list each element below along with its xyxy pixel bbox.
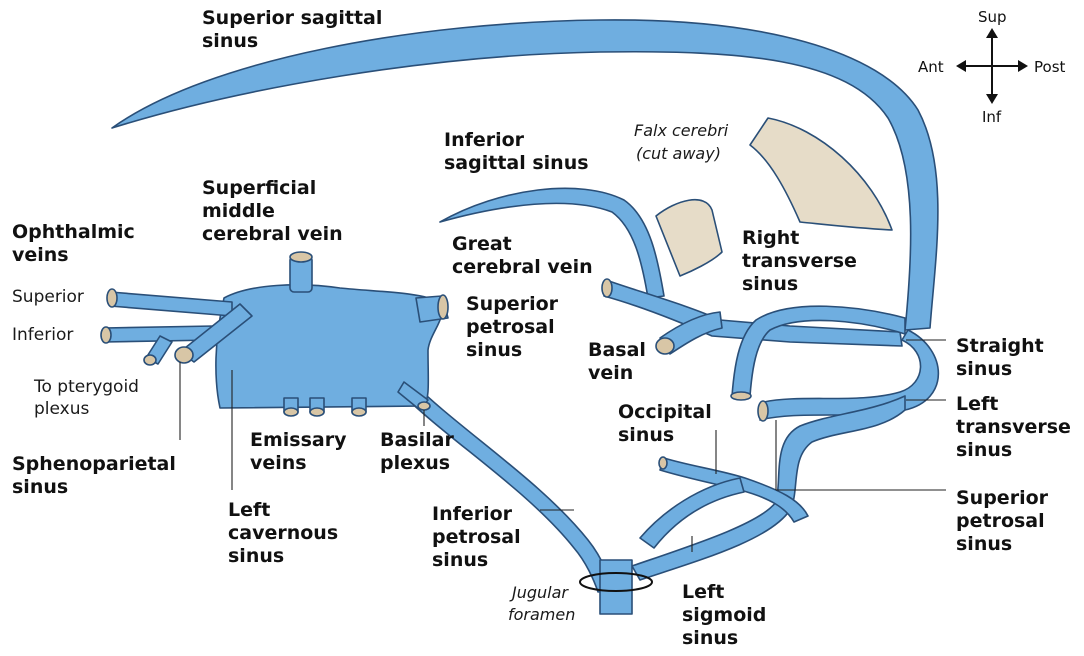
jugular-stem bbox=[600, 560, 632, 614]
right-transverse-sinus bbox=[732, 306, 905, 396]
orientation-compass: Sup Inf Ant Post bbox=[918, 8, 1066, 126]
label-superior-petrosal-lower: Superior petrosal sinus bbox=[956, 487, 1055, 555]
basilar-plexus-end bbox=[418, 402, 430, 410]
label-great-cerebral: Great cerebral vein bbox=[452, 233, 593, 278]
right-transverse-end bbox=[731, 392, 751, 400]
label-falx-cerebri: Falx cerebri (cut away) bbox=[634, 121, 733, 163]
label-basal-vein: Basal vein bbox=[588, 339, 653, 384]
compass-arrow-down bbox=[986, 94, 998, 104]
compass-arrow-left bbox=[956, 60, 966, 72]
superior-ophthalmic-end bbox=[107, 289, 117, 307]
label-superior-petrosal-upper: Superior petrosal sinus bbox=[466, 293, 565, 361]
pterygoid-end bbox=[144, 355, 156, 365]
falx-cerebri-large bbox=[750, 118, 892, 230]
compass-inf: Inf bbox=[982, 108, 1002, 126]
label-straight-sinus: Straight sinus bbox=[956, 335, 1050, 380]
label-pterygoid: To pterygoid plexus bbox=[33, 377, 144, 419]
label-superficial-middle: Superficial middle cerebral vein bbox=[202, 177, 343, 245]
label-ophthalmic: Ophthalmic veins bbox=[12, 221, 141, 266]
emissary-end-1 bbox=[284, 408, 298, 416]
basal-vein-end bbox=[656, 338, 674, 354]
compass-sup: Sup bbox=[978, 8, 1007, 26]
label-ophthalmic-superior: Superior bbox=[12, 287, 84, 307]
great-cerebral-end bbox=[602, 279, 612, 297]
label-right-transverse: Right transverse sinus bbox=[742, 227, 864, 295]
label-left-cavernous: Left cavernous sinus bbox=[228, 499, 345, 567]
label-jugular-foramen: Jugular foramen bbox=[508, 583, 575, 624]
compass-post: Post bbox=[1034, 58, 1066, 76]
left-transverse-end bbox=[758, 401, 768, 421]
label-inferior-sagittal: Inferior sagittal sinus bbox=[444, 129, 589, 174]
occipital-end bbox=[659, 457, 667, 469]
label-ophthalmic-inferior: Inferior bbox=[12, 325, 73, 345]
label-emissary: Emissary veins bbox=[250, 429, 353, 474]
compass-ant: Ant bbox=[918, 58, 944, 76]
label-basilar: Basilar plexus bbox=[380, 429, 460, 474]
falx-cerebri-small bbox=[656, 200, 722, 276]
label-inferior-petrosal: Inferior petrosal sinus bbox=[432, 503, 527, 571]
sphenoparietal-end bbox=[175, 347, 193, 363]
emissary-end-2 bbox=[310, 408, 324, 416]
compass-arrow-right bbox=[1018, 60, 1028, 72]
emissary-end-3 bbox=[352, 408, 366, 416]
label-left-sigmoid: Left sigmoid sinus bbox=[682, 581, 773, 649]
superficial-middle-vein-end bbox=[290, 252, 312, 262]
compass-arrow-up bbox=[986, 28, 998, 38]
label-left-transverse: Left transverse sinus bbox=[956, 393, 1078, 461]
inferior-ophthalmic-end bbox=[101, 327, 111, 343]
superior-ophthalmic-vein bbox=[110, 292, 232, 316]
label-occipital-sinus: Occipital sinus bbox=[618, 401, 718, 446]
label-sphenoparietal: Sphenoparietal sinus bbox=[12, 453, 183, 498]
superior-petrosal-end bbox=[438, 295, 448, 319]
